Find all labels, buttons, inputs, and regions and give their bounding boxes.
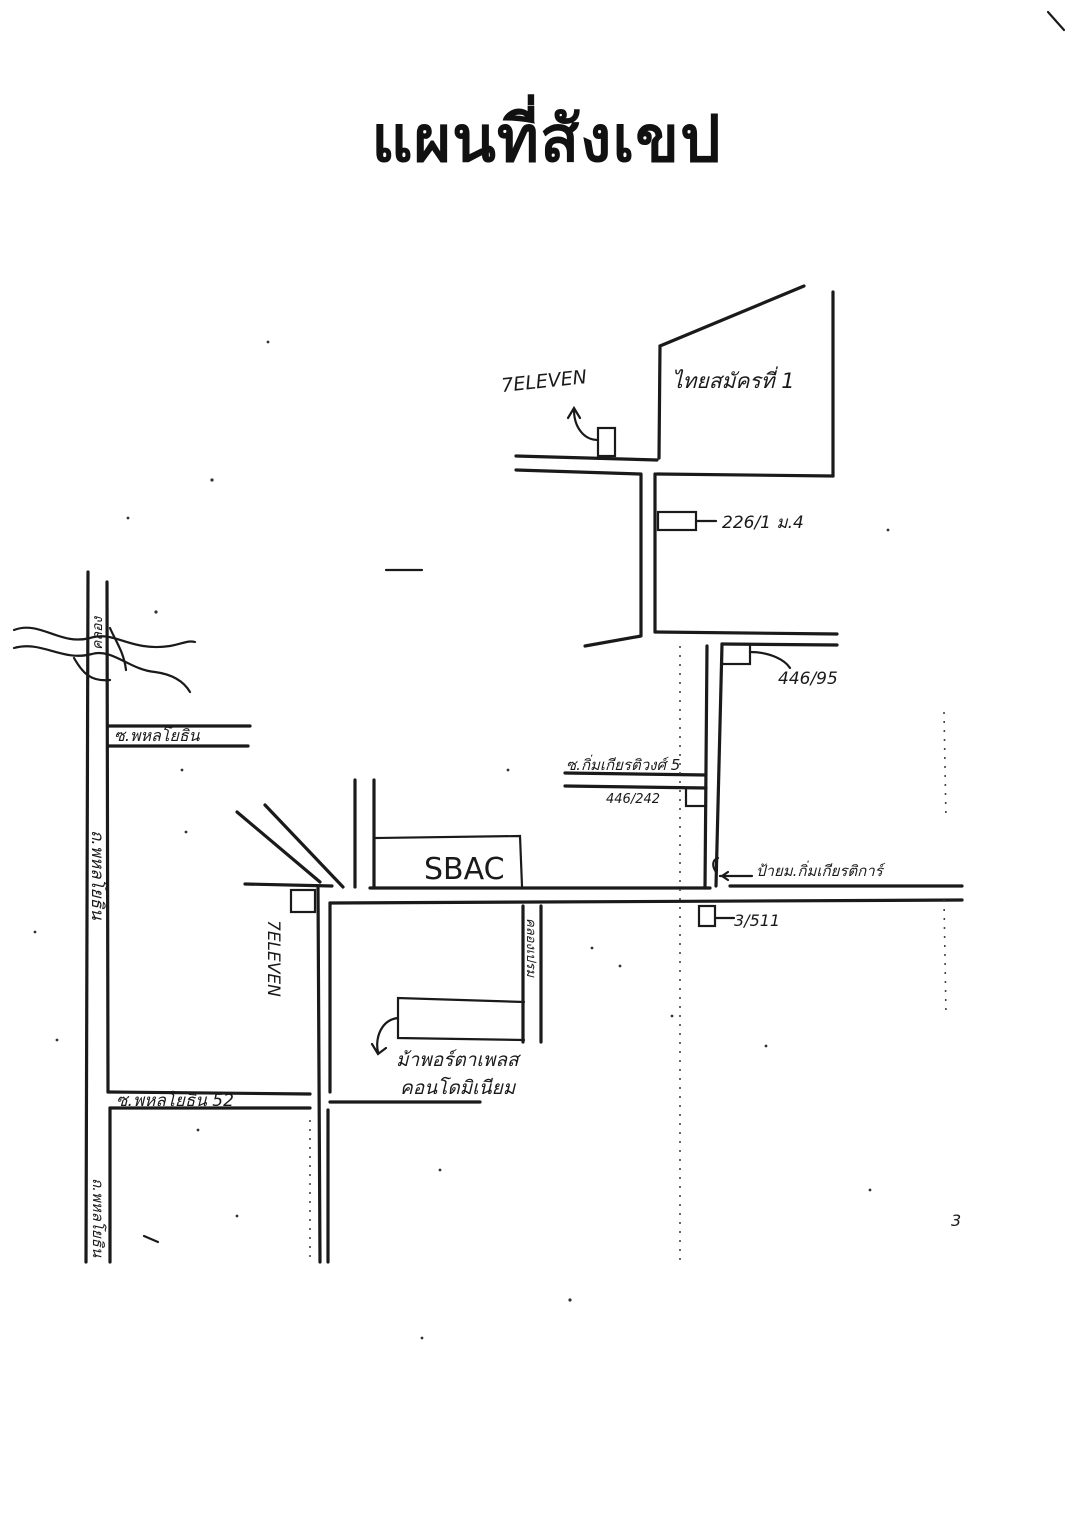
mid-road-upper: [243, 882, 334, 888]
lower-mid-road-left: [316, 886, 322, 1264]
house-226-box: [656, 510, 698, 532]
soi-52-upper: [106, 1090, 312, 1096]
top-road-upper: [514, 454, 659, 462]
label-thai-sri: ไทยสมัครที่ 1: [672, 366, 795, 393]
label-khlong-vert: คลองเปรม: [523, 918, 538, 978]
label-house-446-242: 446/242: [606, 792, 660, 807]
arrow-7eleven-top: [566, 405, 600, 442]
label-phahon-lower: ถ.พหลโยธิน: [89, 1178, 107, 1258]
right-vert-right: [714, 642, 724, 888]
right-vert-left: [703, 644, 709, 890]
soi-kanchana-upper: [563, 771, 708, 777]
dashed-line-4: [943, 711, 947, 821]
khlong-wave-2: [12, 645, 192, 694]
sbac-building: [374, 834, 524, 888]
house-446-242-box: [684, 786, 708, 808]
map-title: แผนที่สังเขป: [371, 102, 722, 177]
label-7eleven-left: 7ELEVEN: [263, 920, 283, 997]
label-soi-kanchana: ซ.กิ่มเกียรติวงศ์ 5: [566, 754, 680, 774]
thai-sri-building: [657, 284, 806, 460]
label-soi-phahon-top: ซ.พหลโยธิน: [114, 726, 201, 745]
khlong-wave-1: [12, 626, 197, 649]
mid-road-lower: [328, 898, 964, 905]
page-marker: 3: [951, 1211, 961, 1230]
label-khlong: คลอง: [90, 616, 106, 650]
label-house-446-95: 446/95: [778, 669, 838, 689]
main-road-left-edge: [84, 570, 90, 1264]
label-house-3-511: 3/511: [734, 911, 780, 930]
top-road-lower: [514, 468, 642, 476]
label-soi-phahon-52: ซ.พหลโยธิน 52: [116, 1090, 234, 1111]
label-7eleven-top: 7ELEVEN: [500, 366, 588, 397]
main-road-right-edge-upper: [105, 580, 110, 1094]
top-road-lower-2: [655, 472, 835, 478]
dashed-line-3: [943, 899, 947, 1016]
label-house-226: 226/1 ม.4: [722, 513, 804, 533]
label-park-village: ม้าพอร์ตาเพลส: [396, 1049, 522, 1071]
khlong-wave-3: [72, 626, 128, 682]
paper-specks: [33, 340, 890, 1340]
house-3-511-box: [697, 904, 717, 928]
label-sbac: SBAC: [424, 852, 505, 887]
cross-road-upper: [653, 630, 839, 636]
pointer-sign: [712, 856, 754, 882]
corner-tick: [1046, 10, 1066, 32]
label-phahon-road: ถ.พหลโยธิน: [87, 830, 108, 920]
diagonal-road-a: [235, 810, 322, 884]
diagonal-road-b: [263, 803, 345, 889]
label-condo: คอนโดมิเนียม: [400, 1076, 517, 1099]
label-village-sign: ป้ายม.กิ่มเกียรติการ์: [756, 860, 886, 880]
seven-eleven-left-box: [289, 888, 317, 914]
house-446-95-box: [720, 642, 752, 666]
arrow-condo: [370, 1016, 400, 1056]
cross-road-lower-l: [583, 634, 643, 648]
soi-kanchana-lower: [563, 784, 708, 790]
arrow-446-95: [748, 650, 792, 670]
condo-building: [396, 996, 526, 1042]
stray-mark: [142, 1234, 160, 1244]
seven-eleven-top-box: [596, 426, 617, 458]
